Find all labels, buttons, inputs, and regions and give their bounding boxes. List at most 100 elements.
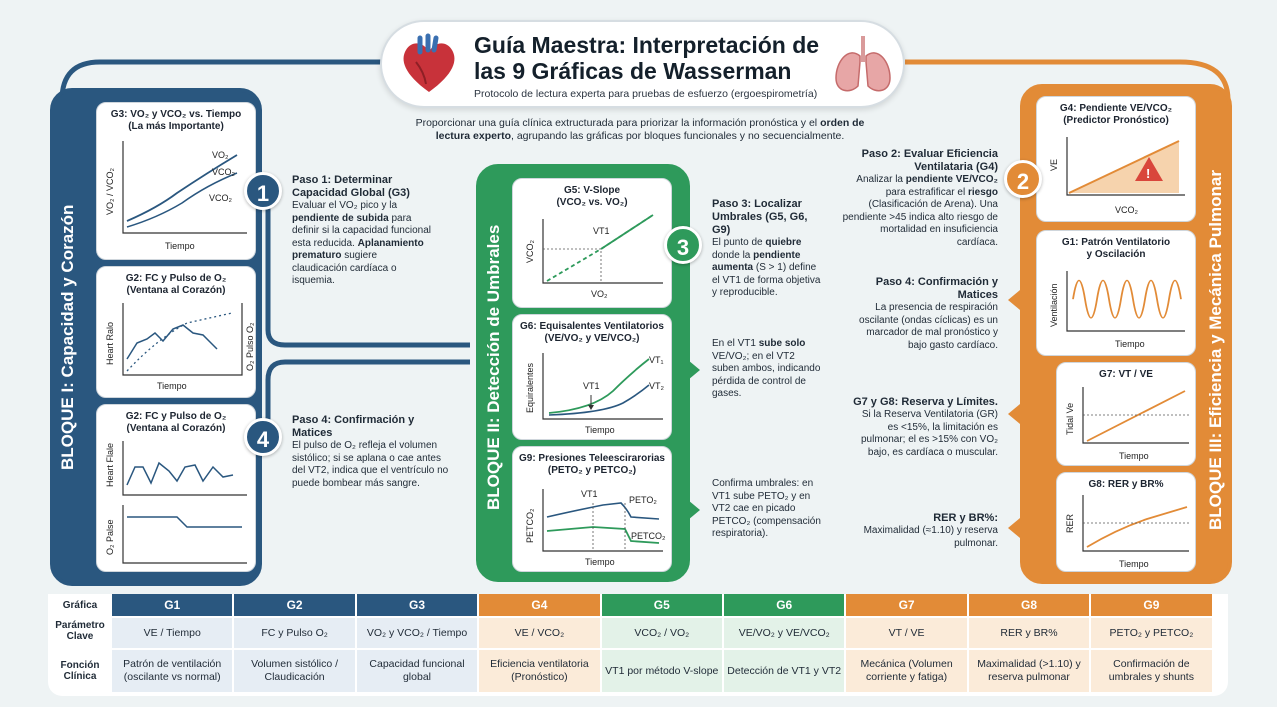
g2a-xlabel: Tiempo (157, 381, 187, 391)
step-2-badge: 2 (1004, 160, 1042, 198)
card-g5: G5: V-Slope(VCO₂ vs. VO₂) VT1 VO₂ VCO₂ (512, 178, 672, 308)
table-func-g5: VT1 por método V-slope (601, 650, 722, 692)
step-1-text: Paso 1: Determinar Capacidad Global (G3)… (292, 174, 431, 286)
table-param-g4: VE / VCO₂ (479, 618, 600, 648)
card-g5-title: G5: V-Slope (563, 185, 621, 196)
step-3-badge: 3 (664, 226, 702, 264)
g6-ylabel: Equiralentes (525, 362, 535, 413)
step-4-right-text: Paso 4: Confirmación y Matices La presen… (859, 276, 998, 351)
table-header-g9: G9 (1091, 594, 1212, 616)
table-header-g2: G2 (234, 594, 355, 616)
g5-xlabel: VO₂ (591, 289, 608, 299)
g9-note: Confirma umbrales: en VT1 sube PETO₂ y e… (712, 478, 821, 539)
step-4-left-text: Paso 4: Confirmación y Matices El pulso … (292, 414, 449, 489)
card-g1-subtitle: y Oscilación (1086, 249, 1146, 260)
g9-ylabel: PETCO₂ (525, 508, 535, 543)
table-param-g1: VE / Tiempo (112, 618, 233, 648)
table-param-g6: VE/VO₂ y VE/VCO₂ (724, 618, 845, 648)
table-param-g5: VCO₂ / VO₂ (601, 618, 722, 648)
card-g7-title: G7: VT / VE (1099, 369, 1153, 380)
row-label-funcion: Fonción Clínica (60, 660, 100, 682)
card-g8: G8: RER y BR% Tiempo RER (1056, 472, 1196, 572)
card-g3: G3: VO₂ y VCO₂ vs. Tiempo(La más Importa… (96, 102, 256, 260)
step-3-text: Paso 3: Localizar Umbrales (G5, G6, G9) … (712, 198, 821, 298)
card-g6: G6: Equisalentes Ventilatorios(VE/VO₂ y … (512, 314, 672, 440)
g5-vt1-label: VT1 (593, 226, 610, 236)
card-g4: G4: Pendiente VE/VCO₂(Predictor Pronósti… (1036, 96, 1196, 222)
g8-xlabel: Tiempo (1119, 559, 1149, 569)
card-g2a-title: G2: FC y Pulso de O₂ (125, 273, 227, 284)
g4-xlabel: VCO₂ (1115, 205, 1139, 215)
block-2-label: BLOQUE II: Detección de Umbrales (484, 224, 503, 510)
g2a-ylabel2: O₂ Pulso O₂ (245, 322, 255, 371)
g3-xlabel: Tiempo (165, 241, 195, 251)
pointer-arrow-icon (1008, 404, 1020, 424)
g9-xlabel: Tiempo (585, 557, 615, 567)
card-g9-title: G9: Presiones Teleescirarorias (518, 453, 665, 464)
heart-icon (403, 33, 455, 92)
g9-vt1-label: VT1 (581, 489, 598, 499)
card-g6-subtitle: (VE/VO₂ y VE/VCO₂) (544, 333, 640, 344)
g6-note: En el VT1 sube solo VE/VO₂; en el VT2 su… (712, 338, 821, 399)
table-param-g3: VO₂ y VCO₂ / Tiempo (356, 618, 478, 648)
summary-table: Gráfica Parámetro Clave Fonción Clínica … (48, 594, 1228, 696)
card-g1-title: G1: Patrón Ventilatorio (1061, 237, 1171, 248)
g6-vt1-label: VT1 (583, 381, 600, 391)
page-title: Guía Maestra: Interpretación de las 9 Gr… (474, 32, 820, 84)
g6-series-vt2: VT₂ (649, 381, 665, 391)
table-param-g8: RER y BR% (968, 618, 1090, 648)
g3-series-vco2-b: VCO₂ (209, 193, 233, 203)
g7-ylabel: Tidal Ve (1065, 403, 1075, 435)
card-g2-top: G2: FC y Pulso de O₂(Ventana al Corazón)… (96, 266, 256, 398)
card-g2b-title: G2: FC y Pulso de O₂ (125, 411, 227, 422)
card-g7: G7: VT / VE Tiempo Tidal Ve (1056, 362, 1196, 466)
intro-text: Proporcionar una guía clínica extructura… (415, 117, 865, 142)
card-g3-subtitle: (La más Importante) (128, 121, 224, 132)
g2a-ylabel: Heart Ralo (105, 322, 115, 365)
card-g2a-subtitle: (Ventana al Corazón) (126, 285, 226, 296)
g9-series-peto2: PETO₂ (629, 495, 657, 505)
card-g4-subtitle: (Predictor Pronóstico) (1063, 115, 1169, 126)
table-func-g3: Capacidad funcional global (356, 650, 478, 692)
rer-note: RER y BR%: Maximalidad (≈1.10) y reserva… (863, 512, 998, 549)
pointer-arrow-icon (1008, 518, 1020, 538)
table-param-g7: VT / VE (846, 618, 967, 648)
card-g4-title: G4: Pendiente VE/VCO₂ (1059, 103, 1173, 114)
g2b-ylabel: Heart Flale (105, 443, 115, 487)
card-g2-bottom: G2: FC y Pulso de O₂(Ventana al Corazón)… (96, 404, 256, 572)
table-header-g6: G6 (724, 594, 845, 616)
table-header-g7: G7 (846, 594, 967, 616)
card-g6-title: G6: Equisalentes Ventilatorios (520, 321, 664, 332)
table-func-g4: Eficiencia ventilatoria (Pronóstico) (479, 650, 600, 692)
table-header-g1: G1 (112, 594, 233, 616)
g6-series-vt1: VT₁ (649, 355, 664, 365)
row-label-grafica: Gráfica (62, 600, 98, 611)
card-g8-title: G8: RER y BR% (1088, 479, 1164, 490)
table-header-g4: G4 (479, 594, 600, 616)
table-func-g9: Confirmación de umbrales y shunts (1091, 650, 1212, 692)
g9-series-petco2: PETCO₂ (631, 531, 666, 541)
title-box: Guía Maestra: Interpretación de las 9 Gr… (380, 20, 905, 108)
lungs-icon (835, 36, 891, 92)
card-g2b-subtitle: (Ventana al Corazón) (126, 423, 226, 434)
g8-ylabel: RER (1065, 513, 1075, 533)
g2b-ylabel2: O₂ Palse (105, 519, 115, 555)
table-func-g2: Volumen sistólico / Claudicación (234, 650, 355, 692)
g7-g8-note: G7 y G8: Reserva y Límites. Si la Reserv… (853, 396, 998, 458)
g3-series-vco2: VCO₂ (212, 167, 236, 177)
table-func-g8: Maximalidad (>1.10) y reserva pulmonar (968, 650, 1090, 692)
card-g3-title: G3: VO₂ y VCO₂ vs. Tiempo (110, 109, 242, 120)
pointer-arrow-icon (688, 500, 700, 520)
step-4-badge-left: 4 (244, 418, 282, 456)
page-subtitle: Protocolo de lectura experta para prueba… (474, 88, 818, 100)
table-param-g2: FC y Pulso O₂ (234, 618, 355, 648)
table-func-g6: Detección de VT1 y VT2 (724, 650, 845, 692)
table-header-g8: G8 (968, 594, 1090, 616)
step-1-badge: 1 (244, 172, 282, 210)
block-1-label: BLOQUE I: Capacidad y Corazón (58, 204, 77, 470)
row-label-parametro: Parámetro Clave (55, 620, 105, 642)
table-header-g5: G5 (601, 594, 722, 616)
g1-ylabel: Ventilación (1049, 283, 1059, 327)
table-func-g7: Mecánica (Volumen corriente y fatiga) (846, 650, 967, 692)
